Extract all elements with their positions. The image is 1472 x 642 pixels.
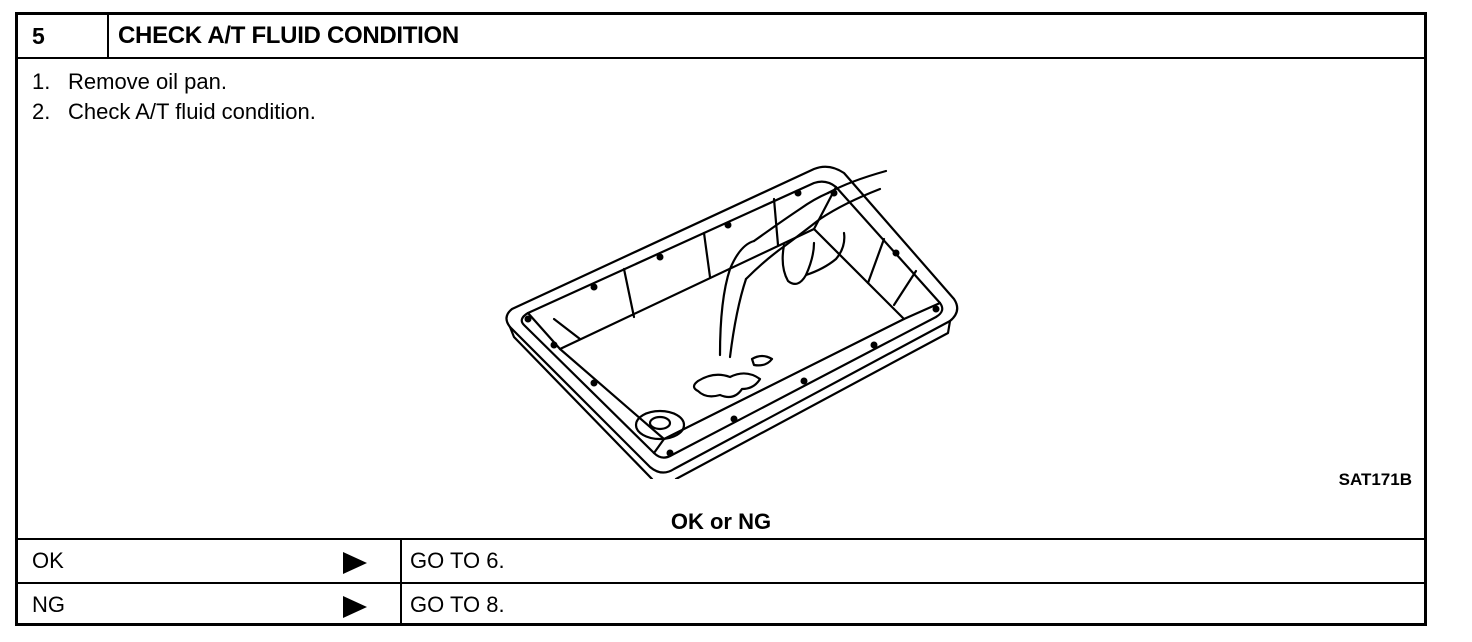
result-divider	[400, 584, 402, 626]
result-status: OK	[32, 548, 64, 573]
result-prompt: OK or NG	[670, 509, 772, 534]
step-body: 1. Remove oil pan. 2. Check A/T fluid cond…	[18, 59, 1424, 538]
pan-floor	[558, 227, 906, 441]
instruction-number: 1.	[32, 69, 51, 94]
arrow-right-icon	[343, 552, 367, 574]
instruction-list: 1. Remove oil pan. 2. Check A/T fluid cond…	[32, 67, 316, 127]
result-status: NG	[32, 592, 65, 617]
instruction-item: 2. Check A/T fluid condition.	[32, 97, 316, 127]
finger	[718, 239, 756, 357]
oil-pan-illustration	[505, 165, 959, 479]
instruction-item: 1. Remove oil pan.	[32, 67, 316, 97]
result-row-ok: OK GO TO 6.	[18, 538, 1424, 582]
instruction-text: Check A/T fluid condition.	[68, 99, 316, 124]
step-header: 5 CHECK A/T FLUID CONDITION	[18, 15, 1424, 59]
instruction-text: Remove oil pan.	[68, 69, 227, 94]
drain-plug	[634, 409, 686, 441]
result-action: GO TO 6.	[410, 548, 505, 573]
result-action: GO TO 8.	[410, 592, 505, 617]
result-row-ng: NG GO TO 8.	[18, 582, 1424, 626]
fluid-spot	[692, 372, 762, 399]
arrow-right-icon	[343, 596, 367, 618]
pan-flange-outer	[505, 165, 959, 474]
diagnostic-step-table: 5 CHECK A/T FLUID CONDITION 1. Remove oil…	[15, 12, 1427, 626]
result-divider	[400, 540, 402, 582]
pan-flange-inner	[520, 180, 944, 459]
figure-code: SAT171B	[1338, 470, 1412, 489]
step-number: 5	[18, 15, 109, 57]
step-title: CHECK A/T FLUID CONDITION	[118, 22, 459, 49]
instruction-number: 2.	[32, 99, 51, 124]
